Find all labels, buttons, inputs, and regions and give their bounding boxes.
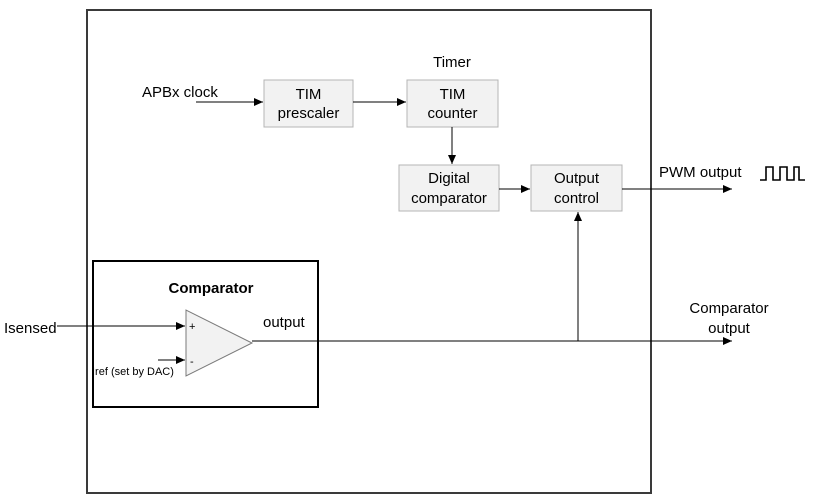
apbx-clock-label: APBx clock bbox=[142, 84, 218, 101]
iref-label: Iref (set by DAC) bbox=[92, 366, 174, 378]
tim-prescaler-line1: TIM bbox=[296, 86, 322, 103]
comparator-output-inner-label: output bbox=[263, 314, 306, 331]
tim-counter-line2: counter bbox=[427, 105, 477, 122]
tim-prescaler-line2: prescaler bbox=[278, 105, 340, 122]
opamp-symbol bbox=[185, 309, 254, 377]
timer-title: Timer bbox=[433, 54, 471, 71]
opamp-plus-sign: + bbox=[189, 321, 195, 333]
pwm-output-label: PWM output bbox=[659, 164, 742, 181]
digital-comparator-block: Digital comparator bbox=[398, 164, 500, 212]
isensed-label: Isensed bbox=[4, 320, 57, 337]
comparator-output-line2: output bbox=[708, 320, 751, 337]
tim-counter-block: TIM counter bbox=[406, 79, 499, 128]
comparator-output-line1: Comparator bbox=[689, 300, 768, 317]
digital-comparator-line2: comparator bbox=[411, 190, 487, 207]
comparator-block bbox=[92, 260, 319, 408]
digital-comparator-line1: Digital bbox=[428, 170, 470, 187]
pwm-waveform-icon bbox=[760, 166, 805, 181]
output-control-line2: control bbox=[554, 190, 599, 207]
opamp-minus-sign: - bbox=[190, 356, 194, 368]
outer-boundary bbox=[86, 9, 652, 494]
output-control-line1: Output bbox=[554, 170, 600, 187]
comparator-title: Comparator bbox=[168, 280, 253, 297]
tim-prescaler-block: TIM prescaler bbox=[263, 79, 354, 128]
tim-counter-line1: TIM bbox=[440, 86, 466, 103]
output-control-block: Output control bbox=[530, 164, 623, 212]
